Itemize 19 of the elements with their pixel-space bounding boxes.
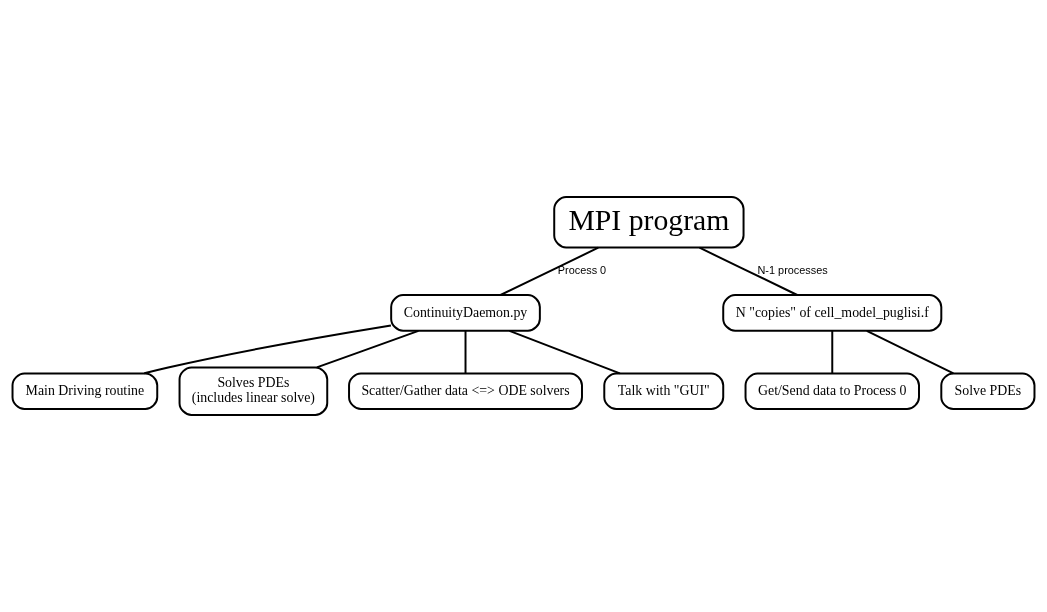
edge-label: Process 0 bbox=[557, 264, 607, 277]
connector bbox=[464, 329, 467, 375]
connector bbox=[315, 329, 420, 369]
node-box: Solves PDEs (includes linear solve) bbox=[178, 366, 329, 417]
node-box: Scatter/Gather data <=> ODE solvers bbox=[348, 372, 583, 411]
node-box: Get/Send data to Process 0 bbox=[744, 372, 920, 411]
edge-label: N-1 processes bbox=[757, 264, 828, 277]
node-box: Talk with "GUI" bbox=[603, 372, 725, 411]
connector bbox=[143, 324, 392, 375]
connector bbox=[865, 329, 955, 375]
connector bbox=[831, 329, 834, 375]
node-box: N "copies" of cell_model_puglisi.f bbox=[722, 294, 943, 332]
node-box: Main Driving routine bbox=[11, 372, 159, 411]
node-box: Solve PDEs bbox=[940, 372, 1036, 411]
connector bbox=[508, 329, 621, 375]
connector bbox=[499, 246, 600, 296]
node-box: ContinuityDaemon.py bbox=[390, 294, 541, 332]
node-box: MPI program bbox=[553, 195, 745, 249]
connector bbox=[698, 246, 799, 296]
